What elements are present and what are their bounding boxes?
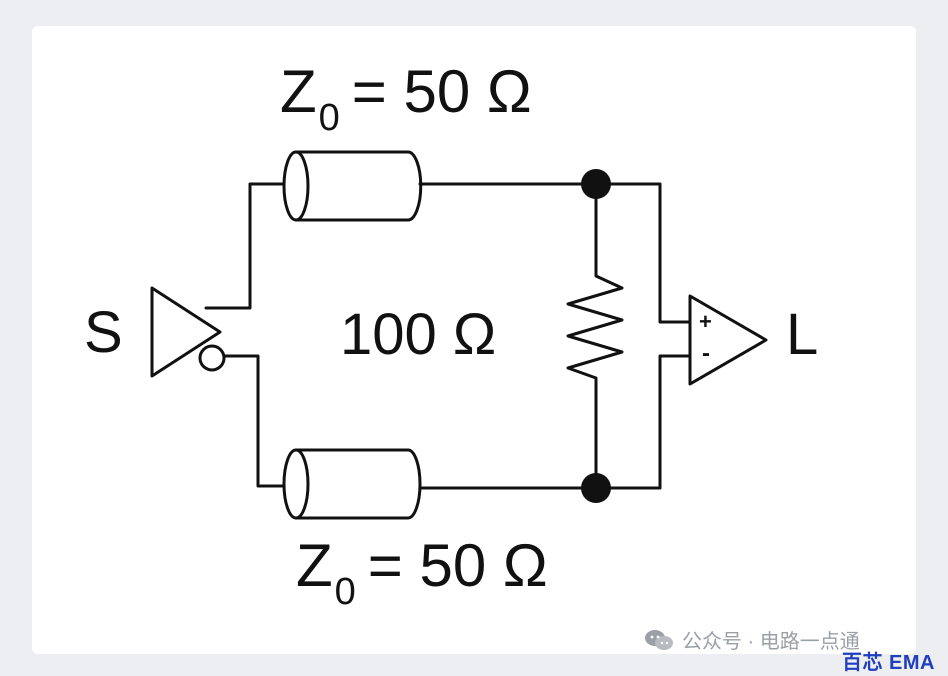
resistor-label: 100 Ω: [340, 302, 497, 367]
wire-bottom-left: [222, 354, 286, 488]
coax-top: [282, 150, 423, 222]
node-top: [581, 169, 611, 199]
impedance-value-top: = 50 Ω: [351, 58, 532, 125]
watermark-text: 公众号 · 电路一点通: [682, 631, 860, 653]
impedance-subscript-bottom: 0: [334, 571, 356, 613]
amp-plus-label: +: [699, 309, 712, 334]
amp-minus-label: -: [702, 340, 710, 367]
source-label: S: [84, 300, 123, 365]
impedance-label-bottom: Z0= 50 Ω: [296, 536, 548, 612]
driver-inversion-bubble: [198, 344, 226, 372]
impedance-symbol-bottom: Z: [296, 532, 333, 599]
impedance-subscript-top: 0: [318, 97, 340, 139]
resistor-zigzag: [566, 182, 624, 490]
load-label: L: [786, 302, 819, 367]
wechat-icon: [645, 629, 673, 650]
wire-bottom-right: [418, 354, 692, 490]
impedance-symbol-top: Z: [280, 58, 317, 125]
coax-bottom: [282, 448, 422, 520]
wire-top-left: [204, 182, 286, 310]
brand-logo-text: 百芯 EMA: [842, 652, 935, 674]
wire-top-right: [418, 182, 692, 324]
driver-triangle: [150, 286, 222, 378]
impedance-label-top: Z0= 50 Ω: [280, 62, 532, 138]
watermark: 公众号 · 电路一点通: [644, 625, 860, 654]
node-bottom: [581, 473, 611, 503]
impedance-value-bottom: = 50 Ω: [367, 532, 548, 599]
receiver-triangle: [688, 294, 768, 386]
diagram-panel: [32, 26, 916, 654]
